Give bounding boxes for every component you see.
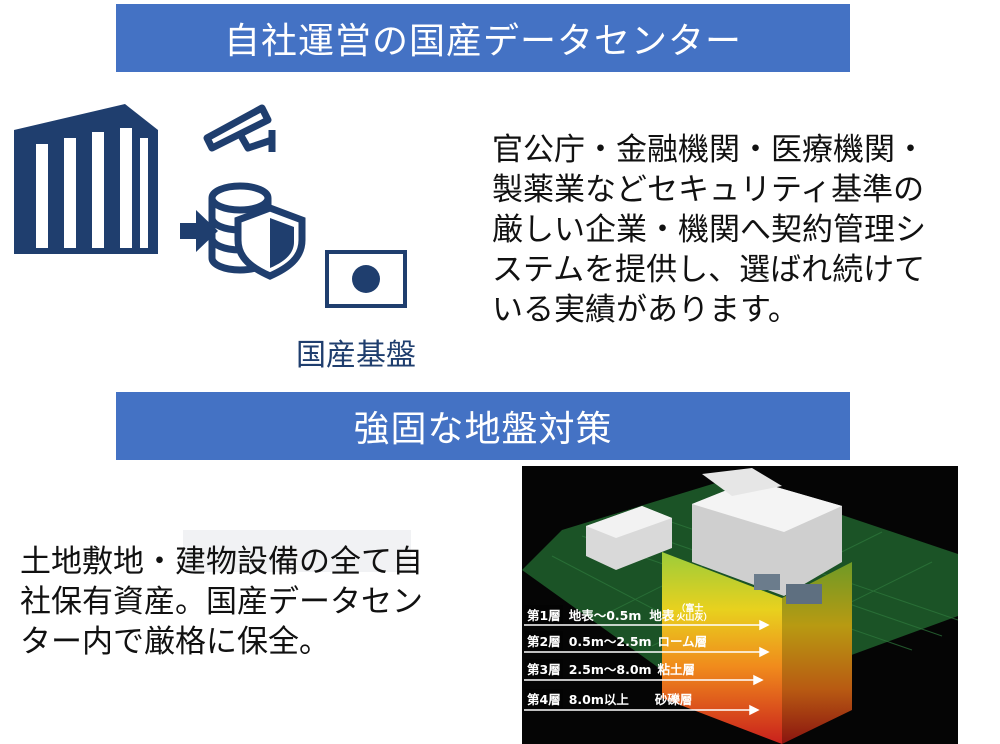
description-line: ター内で厳格に保全。	[20, 624, 330, 660]
database-shield-icon	[208, 182, 306, 280]
description-line: ステムを提供し、選ばれ続けて	[492, 252, 926, 288]
ground-layer-diagram: 第1層 地表～0.5m 地表 （富士 火山灰） 第2層 0.5m～2.5m ロー…	[522, 466, 958, 744]
layer-type: 粘土層	[657, 661, 696, 677]
description-line: 製薬業などセキュリティ基準の	[492, 172, 925, 208]
description-line: いる実績があります。	[492, 292, 799, 328]
layer-note: （富士	[676, 604, 704, 614]
layer-note: 火山灰）	[676, 613, 713, 623]
layer-label: 第4層	[525, 688, 563, 708]
layer-row-3: 第3層 2.5m～8.0m 粘土層	[522, 658, 695, 678]
layer-label: 第2層	[525, 630, 563, 650]
section-banner-datacenter: 自社運営の国産データセンター	[116, 4, 850, 72]
highlight-box	[183, 530, 411, 572]
description-line: 社保有資産。国産データセン	[20, 584, 423, 620]
layer-range: 8.0m以上	[568, 691, 629, 707]
layer-type: 地表	[649, 607, 675, 623]
section-banner-ground: 強固な地盤対策	[116, 392, 850, 460]
ground-description: 土地敷地・建物設備の全て自 社保有資産。国産データセン ター内で厳格に保全。	[20, 542, 500, 662]
layer-range: 2.5m～8.0m	[568, 661, 652, 677]
building-cross-section-image	[522, 468, 958, 744]
layer-label: 第3層	[525, 658, 563, 678]
domestic-base-label: 国産基盤	[296, 338, 416, 373]
banner-title: 強固な地盤対策	[353, 409, 613, 450]
japan-flag-icon	[325, 250, 407, 308]
arrow-right-icon	[180, 210, 218, 252]
layer-range: 地表～0.5m	[568, 607, 642, 623]
layer-range: 0.5m～2.5m	[568, 633, 652, 649]
description-line: 土地敷地・建物設備の全て自	[20, 544, 423, 580]
datacenter-description: 官公庁・金融機関・医療機関・ 製薬業などセキュリティ基準の 厳しい企業・機関へ契…	[492, 130, 982, 330]
layer-row-2: 第2層 0.5m～2.5m ローム層	[522, 630, 707, 650]
banner-title: 自社運営の国産データセンター	[223, 21, 742, 62]
security-camera-icon	[203, 104, 276, 152]
building-icon	[14, 104, 158, 254]
description-line: 厳しい企業・機関へ契約管理シ	[492, 212, 926, 248]
icon-cluster	[14, 104, 407, 308]
layer-label: 第1層	[525, 604, 563, 624]
description-line: 官公庁・金融機関・医療機関・	[492, 132, 926, 168]
layer-row-1: 第1層 地表～0.5m 地表 （富士 火山灰）	[522, 604, 712, 624]
layer-type: ローム層	[657, 633, 708, 649]
layer-type: 砂礫層	[654, 691, 693, 707]
layer-row-4: 第4層 8.0m以上 砂礫層	[522, 688, 692, 708]
